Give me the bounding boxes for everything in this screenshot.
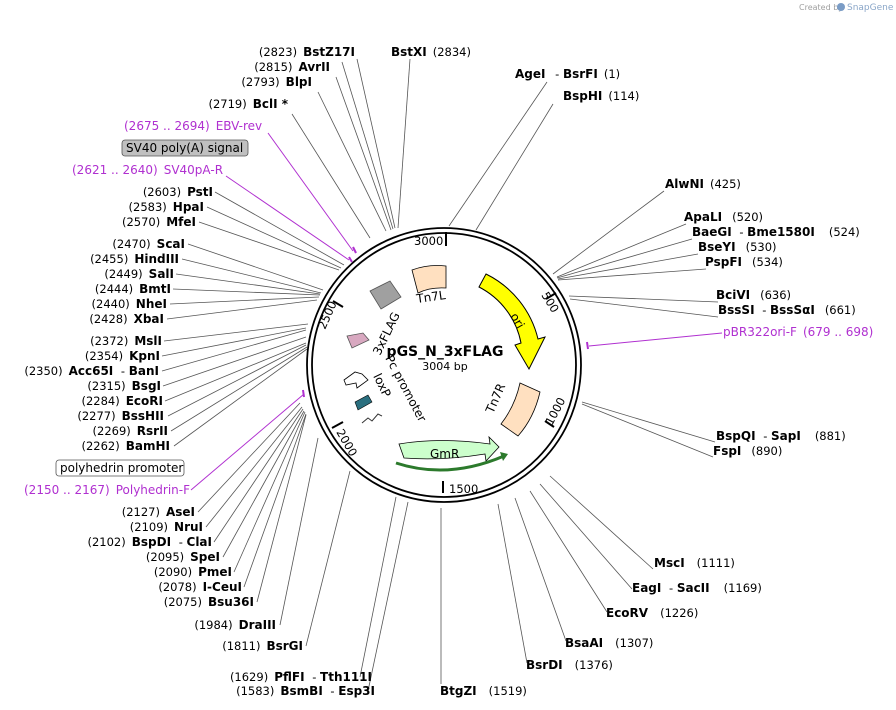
site-draiii[interactable]: (1984)DraIII [194, 618, 276, 632]
pbr322ori-f-primer[interactable]: pBR322ori-F(679 .. 698) [723, 325, 873, 339]
backbone-inner [311, 232, 577, 498]
site-spei[interactable]: (2095)SpeI [146, 550, 220, 564]
sv40-label[interactable]: SV40 poly(A) signal [126, 141, 243, 155]
site-bseyi[interactable]: BseYI(530) [698, 240, 777, 254]
site-iceui[interactable]: (2078)I-CeuI [158, 580, 242, 594]
polyhedrin-label[interactable]: polyhedrin promoter [60, 461, 183, 475]
site-pmei[interactable]: (2090)PmeI [154, 565, 232, 579]
primer-marks [302, 246, 589, 398]
site-bsgi[interactable]: (2315)BsgI [87, 379, 161, 393]
snapgene-logo-icon [837, 3, 845, 11]
site-bspqi[interactable]: BspQI - SapI(881) [716, 429, 846, 443]
backbone-outer [306, 227, 582, 503]
polyhedrin-box [55, 459, 185, 477]
site-xbai[interactable]: (2428)XbaI [89, 312, 164, 326]
site-acc65i[interactable]: (2350)Acc65I - BanI [24, 364, 159, 378]
site-bmti[interactable]: (2444)BmtI [95, 282, 171, 296]
site-nrui[interactable]: (2109)NruI [130, 520, 203, 534]
created-by-text: Created by [799, 3, 843, 12]
gmr-orf-arrow [395, 454, 505, 472]
site-asei[interactable]: (2127)AseI [122, 505, 195, 519]
site-bamhi[interactable]: (2262)BamHI [81, 439, 170, 453]
pc-promoter-arrow[interactable] [343, 371, 369, 389]
site-bstz17i[interactable]: (2823)BstZ17I [259, 45, 355, 59]
site-bstxi[interactable]: BstXI(2834) [391, 45, 471, 59]
site-msci[interactable]: MscI(1111) [654, 556, 735, 570]
flag-feature[interactable] [369, 280, 402, 310]
polyhedrin-f-primer[interactable]: (2150 .. 2167)Polyhedrin-F [24, 483, 190, 497]
site-bspdi[interactable]: (2102)BspDI - ClaI [87, 535, 212, 549]
site-avrii[interactable]: (2815)AvrII [254, 60, 330, 74]
site-bsaai[interactable]: BsaAI(1307) [565, 636, 653, 650]
site-baegi[interactable]: BaeGI - Bme1580I(524) [692, 225, 860, 239]
tn7r-label: Tn7R [483, 381, 509, 416]
site-bcivi[interactable]: BciVI(636) [716, 288, 791, 302]
site-hpai[interactable]: (2583)HpaI [129, 200, 204, 214]
primer-lines [190, 132, 723, 491]
site-btgzi[interactable]: BtgZI(1519) [440, 684, 527, 698]
site-hindiii[interactable]: (2455)HindIII [90, 252, 179, 266]
site-eagi[interactable]: EagI - SacII(1169) [632, 581, 762, 595]
polyhedrin-feature[interactable] [346, 332, 370, 349]
small-feature-icon [361, 413, 383, 424]
tn7l-feature[interactable] [411, 265, 447, 294]
sv40-box [121, 139, 249, 157]
gmr-label: GmR [430, 447, 459, 461]
tn7r-feature[interactable] [500, 382, 541, 437]
loxp-feature[interactable] [354, 394, 373, 411]
site-psti[interactable]: (2603)PstI [143, 185, 213, 199]
site-kpni[interactable]: (2354)KpnI [85, 349, 160, 363]
site-fspi[interactable]: FspI(890) [713, 444, 782, 458]
site-bsu36i[interactable]: (2075)Bsu36I [164, 595, 254, 609]
site-mfei[interactable]: (2570)MfeI [122, 215, 196, 229]
tn7l-label: Tn7L [414, 288, 446, 306]
site-ecorv[interactable]: EcoRV(1226) [606, 606, 698, 620]
ori-arrow[interactable] [478, 273, 546, 371]
leader-lines [161, 58, 719, 692]
loxp-label: loxP [370, 371, 393, 399]
tick-1500: 1500 [449, 482, 478, 496]
tick-2500: 2500 [315, 299, 340, 331]
site-pflfi[interactable]: (1629)PflFI - Tth111I [230, 670, 372, 684]
site-nhei[interactable]: (2440)NheI [92, 297, 167, 311]
site-rsrii[interactable]: (2269)RsrII [93, 424, 168, 438]
gmr-arrow[interactable] [398, 435, 500, 462]
snapgene-credit: SnapGene [847, 3, 894, 13]
plasmid-length: 3004 bp [422, 360, 467, 373]
site-bsshii[interactable]: (2277)BssHII [77, 409, 164, 423]
tick-500: 500 [538, 289, 562, 315]
plasmid-name: pGS_N_3xFLAG [387, 344, 504, 360]
site-msli[interactable]: (2372)MslI [90, 334, 162, 348]
site-ecori[interactable]: (2284)EcoRI [81, 394, 163, 408]
ebv-rev-primer[interactable]: (2675 .. 2694)EBV-rev [124, 119, 262, 133]
site-apali[interactable]: ApaLI(520) [684, 210, 763, 224]
tick-1000: 1000 [542, 395, 568, 427]
site-bsrgi[interactable]: (1811)BsrGI [222, 639, 303, 653]
tick-3000: 3000 [414, 234, 443, 248]
tick-marks [331, 232, 557, 493]
site-blpi[interactable]: (2793)BlpI [241, 75, 312, 89]
site-alwni[interactable]: AlwNI(425) [665, 177, 741, 191]
site-agei[interactable]: AgeI - BsrFI(1) [515, 67, 620, 81]
site-bcli[interactable]: (2719)BclI * [208, 97, 288, 111]
sv40pa-r-primer[interactable]: (2621 .. 2640)SV40pA-R [72, 163, 223, 177]
ori-label: ori [507, 311, 527, 332]
site-sali[interactable]: (2449)SalI [104, 267, 174, 281]
site-bsssi[interactable]: BssSI - BssSαI(661) [718, 303, 856, 317]
site-scai[interactable]: (2470)ScaI [112, 237, 185, 251]
site-bsmbi[interactable]: (1583)BsmBI - Esp3I [236, 684, 375, 698]
site-bsphi[interactable]: BspHI(114) [563, 89, 639, 103]
site-bsrdi[interactable]: BsrDI(1376) [526, 658, 613, 672]
site-pspfi[interactable]: PspFI(534) [705, 255, 783, 269]
gmr-orf-head [500, 452, 508, 461]
